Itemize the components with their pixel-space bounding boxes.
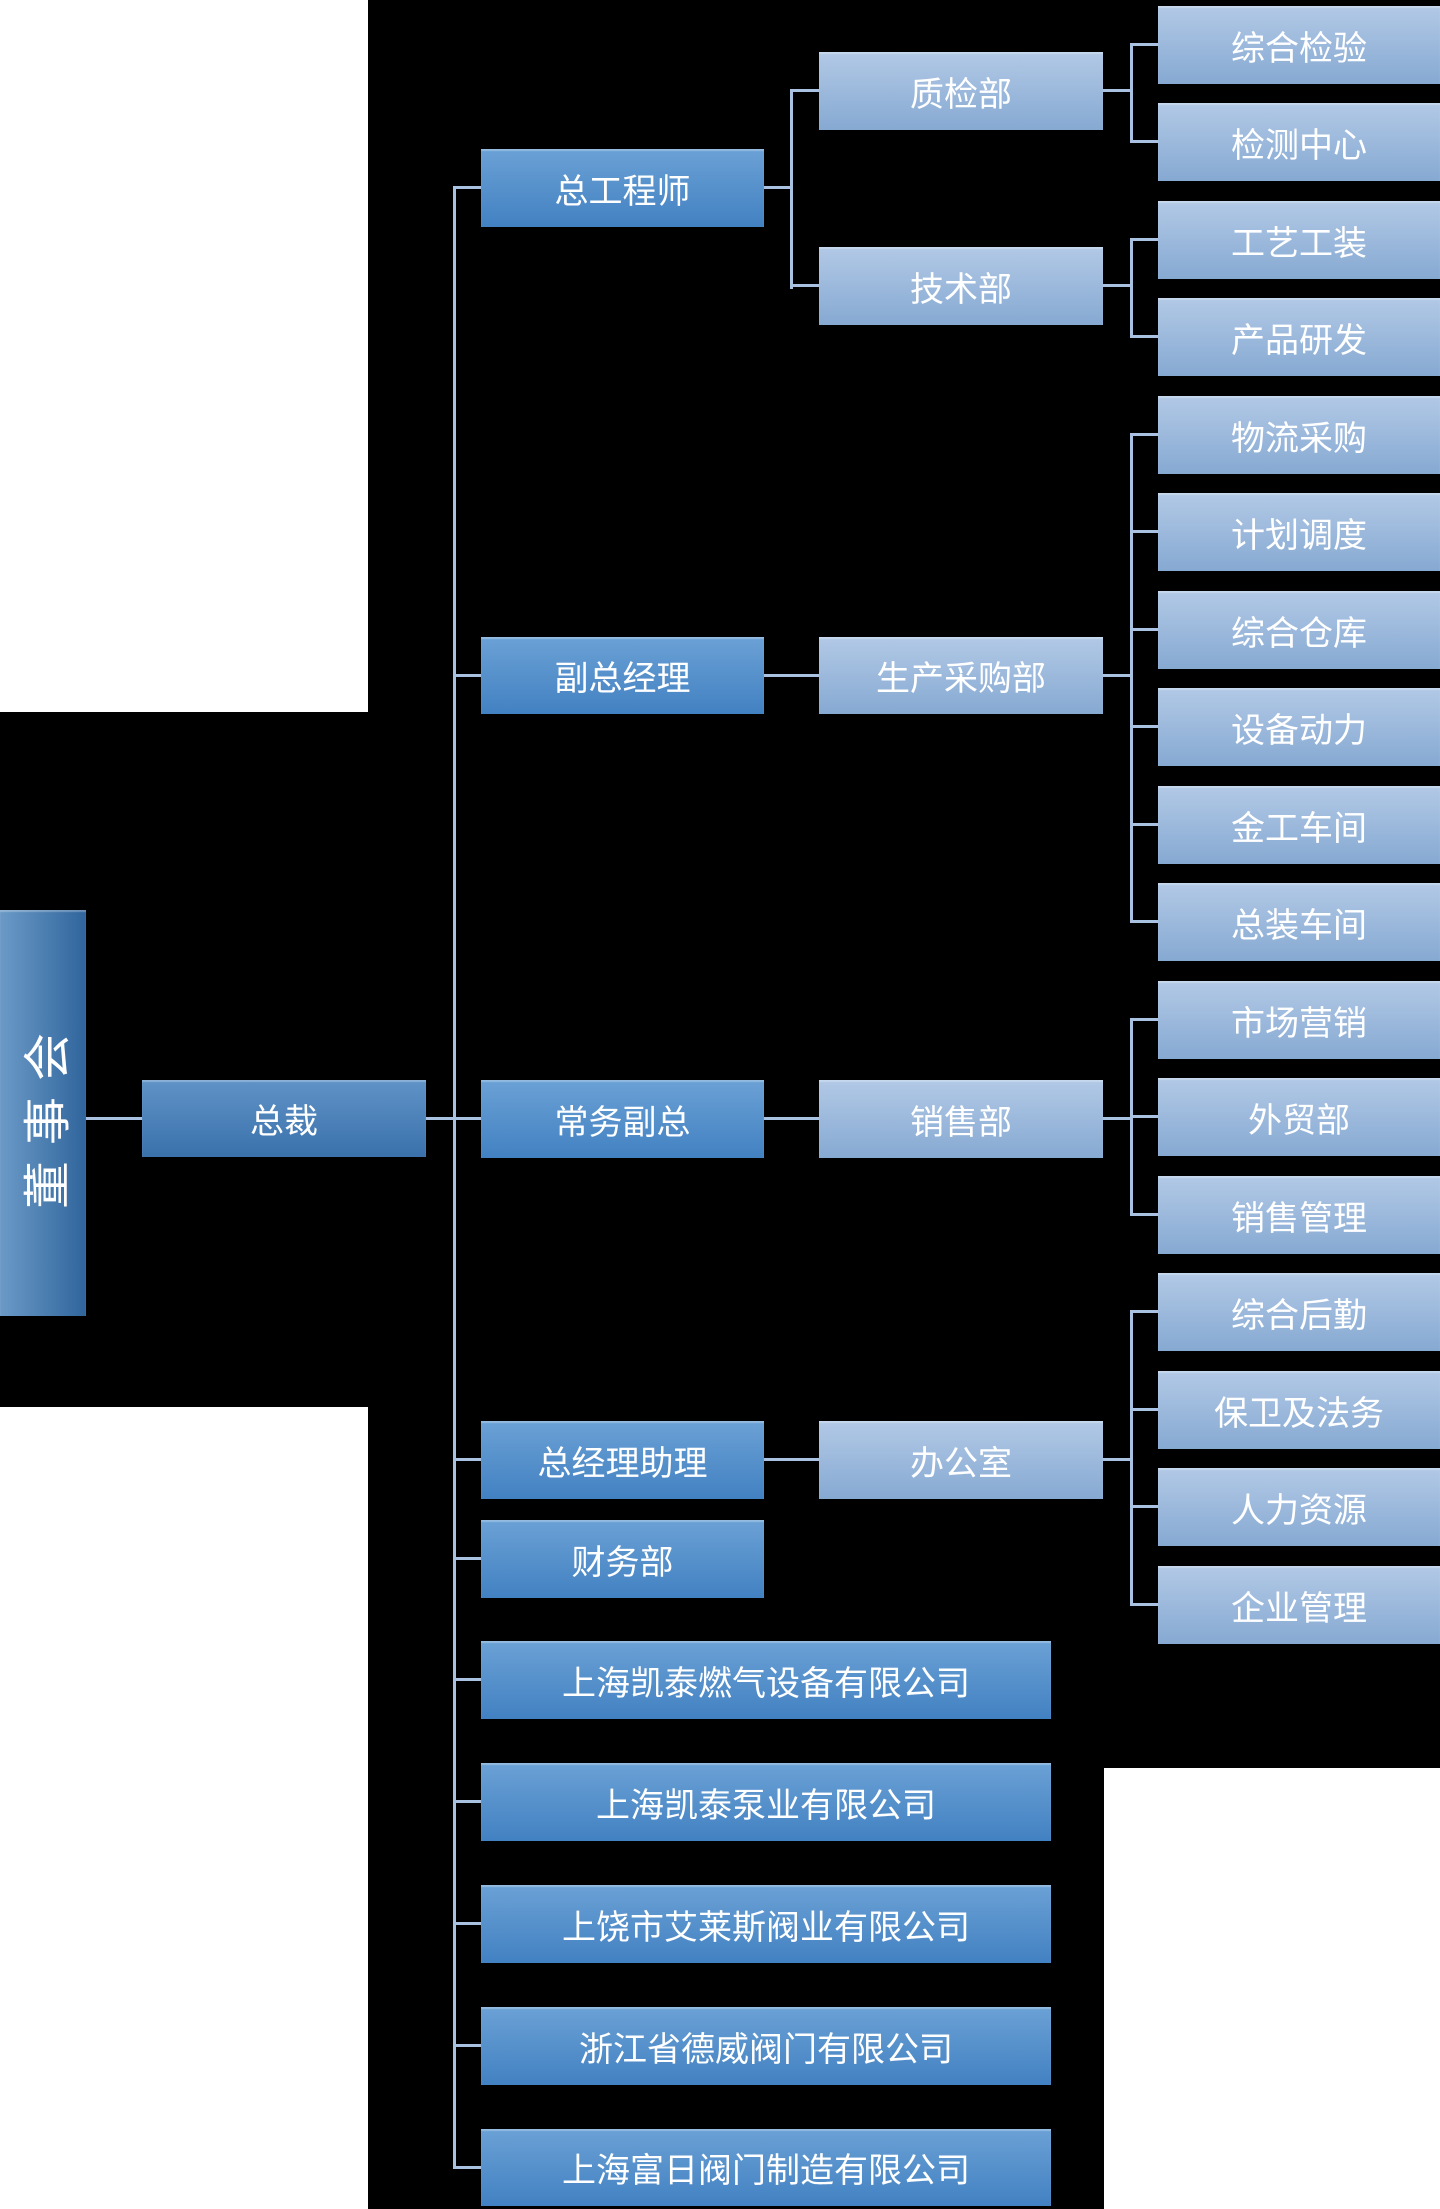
node-subsidiary-ailaisi-valve: 上饶市艾莱斯阀业有限公司	[481, 1885, 1051, 1963]
white-panel-top-left	[0, 0, 368, 712]
connector-leaf-stub-14	[1130, 1310, 1158, 1313]
node-production-procurement-dept: 生产采购部	[819, 637, 1103, 714]
node-finance-dept: 财务部	[481, 1520, 764, 1598]
connector-elbow-office-vertical	[1130, 1310, 1133, 1606]
connector-elbow-tech-vertical	[1130, 238, 1133, 338]
node-comprehensive-inspection: 综合检验	[1158, 6, 1440, 84]
connector-leaf-stub-9	[1130, 823, 1158, 826]
node-testing-center: 检测中心	[1158, 103, 1440, 181]
connector-leaf-stub-7	[1130, 628, 1158, 631]
connector-leaf-stub-6	[1130, 530, 1158, 533]
connector-stub-subsidiary-2	[453, 1800, 481, 1803]
connector-sales-out	[1103, 1117, 1133, 1120]
node-board: 董事会	[0, 910, 86, 1316]
node-product-rnd: 产品研发	[1158, 298, 1440, 376]
connector-leaf-stub-13	[1130, 1213, 1158, 1216]
connector-leaf-stub-5	[1130, 433, 1158, 436]
node-tech-dept: 技术部	[819, 247, 1103, 325]
connector-stub-finance	[453, 1557, 481, 1560]
node-assembly-workshop: 总装车间	[1158, 883, 1440, 961]
node-subsidiary-furi-valve: 上海富日阀门制造有限公司	[481, 2129, 1051, 2206]
node-subsidiary-dewei-valve: 浙江省德威阀门有限公司	[481, 2007, 1051, 2085]
node-subsidiary-kaitai-gas: 上海凯泰燃气设备有限公司	[481, 1641, 1051, 1719]
node-chief-engineer: 总工程师	[481, 149, 764, 227]
node-human-resources: 人力资源	[1158, 1468, 1440, 1546]
node-general-logistics: 综合后勤	[1158, 1273, 1440, 1351]
connector-leaf-stub-2	[1130, 140, 1158, 143]
connector-leaf-stub-10	[1130, 920, 1158, 923]
node-equipment-power: 设备动力	[1158, 688, 1440, 766]
connector-chief-engineer-elbow	[764, 186, 793, 189]
connector-office-out	[1103, 1458, 1133, 1461]
node-marketing: 市场营销	[1158, 981, 1440, 1059]
connector-production-out	[1103, 674, 1133, 677]
node-metalworking-workshop: 金工车间	[1158, 786, 1440, 864]
connector-deputy-production	[764, 674, 819, 677]
node-quality-dept: 质检部	[819, 52, 1103, 130]
connector-president-trunk	[426, 1117, 481, 1120]
node-sales-management: 销售管理	[1158, 1176, 1440, 1254]
connector-elbow-production-vertical	[1130, 433, 1133, 923]
connector-stub-subsidiary-4	[453, 2044, 481, 2047]
node-executive-deputy-gm: 常务副总	[481, 1080, 764, 1158]
connector-stub-gm-assistant	[453, 1458, 481, 1461]
connector-leaf-stub-8	[1130, 725, 1158, 728]
connector-elbow-quality	[790, 89, 819, 92]
connector-trunk-line	[453, 186, 456, 2169]
white-panel-bottom-left	[0, 1407, 368, 2209]
connector-executive-sales	[764, 1117, 819, 1120]
connector-stub-deputy-gm	[453, 674, 481, 677]
connector-stub-subsidiary-5	[453, 2166, 481, 2169]
connector-board-president	[86, 1117, 142, 1120]
connector-stub-chief-engineer	[453, 186, 481, 189]
node-deputy-gm: 副总经理	[481, 637, 764, 714]
connector-tech-out	[1103, 284, 1133, 287]
connector-stub-subsidiary-3	[453, 1922, 481, 1925]
connector-elbow-quality-vertical	[1130, 43, 1133, 143]
node-security-legal: 保卫及法务	[1158, 1371, 1440, 1449]
connector-assistant-office	[764, 1458, 819, 1461]
node-general-warehouse: 综合仓库	[1158, 591, 1440, 669]
connector-quality-out	[1103, 89, 1133, 92]
connector-leaf-stub-17	[1130, 1603, 1158, 1606]
node-enterprise-management: 企业管理	[1158, 1566, 1440, 1644]
connector-leaf-stub-3	[1130, 238, 1158, 241]
connector-leaf-stub-15	[1130, 1408, 1158, 1411]
node-subsidiary-kaitai-pump: 上海凯泰泵业有限公司	[481, 1763, 1051, 1841]
connector-leaf-stub-11	[1130, 1018, 1158, 1021]
connector-leaf-stub-16	[1130, 1505, 1158, 1508]
node-office: 办公室	[819, 1421, 1103, 1499]
node-sales-dept: 销售部	[819, 1080, 1103, 1158]
node-process-tooling: 工艺工装	[1158, 201, 1440, 279]
node-logistics-procurement: 物流采购	[1158, 396, 1440, 474]
node-planning-scheduling: 计划调度	[1158, 493, 1440, 571]
node-gm-assistant: 总经理助理	[481, 1421, 764, 1499]
node-board-label: 董事会	[22, 1016, 76, 1210]
connector-leaf-stub-1	[1130, 43, 1158, 46]
connector-elbow-tech	[790, 284, 819, 287]
connector-leaf-stub-12	[1130, 1115, 1158, 1118]
node-president: 总裁	[142, 1080, 426, 1157]
connector-elbow-engineer-vertical	[790, 89, 793, 289]
connector-stub-subsidiary-1	[453, 1678, 481, 1681]
white-panel-bottom-right	[1104, 1768, 1440, 2209]
connector-leaf-stub-4	[1130, 335, 1158, 338]
node-foreign-trade: 外贸部	[1158, 1078, 1440, 1156]
